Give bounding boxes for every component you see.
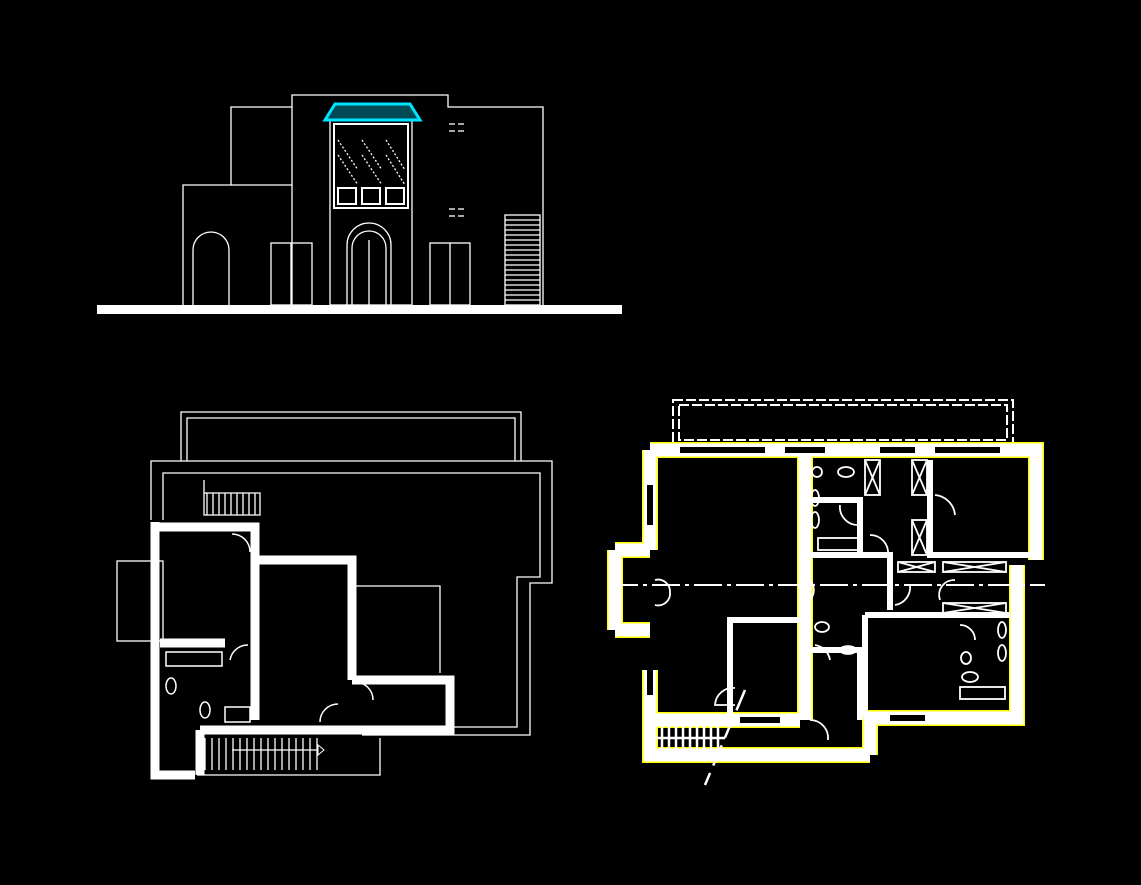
louver-slats (505, 219, 540, 301)
tower (329, 117, 413, 306)
wall-step-line (231, 107, 293, 186)
building-outline (182, 94, 544, 305)
front-elevation (97, 94, 622, 314)
vent-marks (449, 123, 464, 217)
stairs (204, 493, 318, 770)
tower-window-panel (333, 123, 409, 209)
roof-canopy (322, 102, 423, 122)
stairs (645, 722, 725, 755)
ground-line (97, 305, 622, 314)
ground-floor-plan (607, 399, 1045, 786)
center-arched-door (346, 222, 392, 305)
upper-floor-plan (116, 411, 553, 780)
left-arched-window (192, 231, 230, 305)
tower-hatching (337, 139, 406, 186)
